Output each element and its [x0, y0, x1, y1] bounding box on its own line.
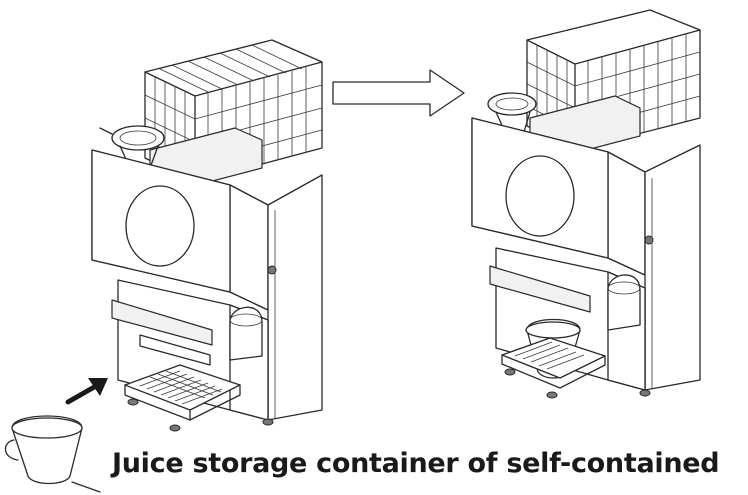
juicer-machine-before — [91, 39, 323, 432]
drip-tray-right — [501, 337, 651, 399]
waste-cup-right — [607, 274, 641, 331]
juicer-machine-after — [471, 9, 701, 399]
viewing-window-right — [505, 155, 575, 237]
machine-body-right — [471, 117, 701, 391]
caption-leader-line — [71, 481, 101, 493]
waste-cup-left — [229, 306, 263, 361]
drip-tray-left — [124, 364, 274, 432]
knob-icon — [267, 265, 277, 275]
transition-arrow-icon — [332, 69, 465, 117]
caption: Juice storage container of self-containe… — [112, 448, 720, 479]
viewing-window-left — [125, 185, 195, 267]
solid-pointer-arrow-icon — [65, 378, 108, 405]
machine-body-left — [91, 149, 323, 421]
cup-icon — [4, 415, 83, 485]
